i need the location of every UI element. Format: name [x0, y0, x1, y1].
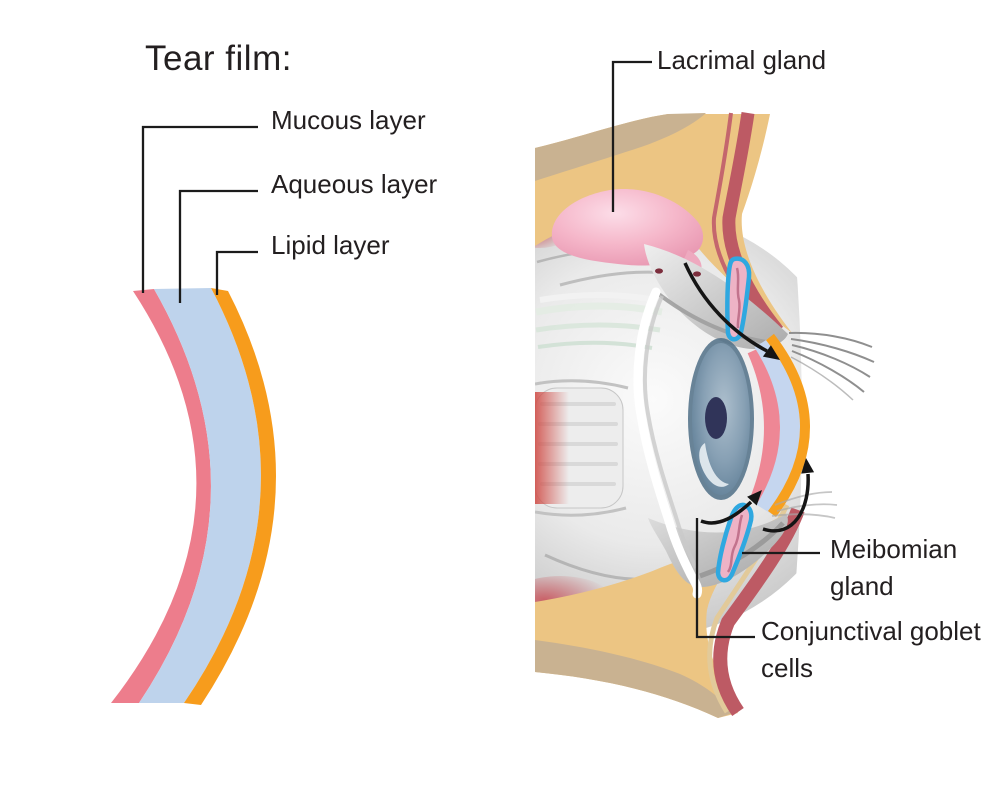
tear-flow-arrow-lower-short: [700, 500, 753, 525]
arrowhead-lower-long: [801, 458, 815, 474]
eyelashes-upper: [788, 331, 875, 401]
mucous-layer-label: Mucous layer: [271, 105, 426, 135]
lacrimal-duct-opening-2: [693, 271, 701, 277]
aqueous-layer-shape: [139, 288, 261, 703]
lacrimal-leader-line: [611, 60, 652, 212]
conjunctiva-fold: [633, 287, 703, 599]
tear-flow-arrow-lower-long: [762, 473, 810, 533]
conjunctiva-fold-shadow: [642, 295, 698, 569]
arrowhead-upper: [762, 345, 780, 360]
meibomian-gland-upper-shape: [725, 256, 752, 342]
rectus-muscle: [535, 379, 629, 517]
muscle-band-lower: [713, 507, 805, 716]
upper-eyelid-edge-shadow: [654, 290, 775, 345]
corneal-tear-film: [747, 333, 810, 518]
lipid-leader-line: [215, 250, 258, 295]
brow-bone: [535, 113, 706, 181]
tear-flow-arrow-upper: [683, 262, 768, 353]
lipid-layer-label: Lipid layer: [271, 230, 390, 260]
iris-highlight: [699, 443, 729, 487]
mucous-leader-line: [141, 125, 258, 293]
aqueous-layer-label: Aqueous layer: [271, 169, 438, 199]
eyelashes-lower: [771, 491, 838, 519]
aqueous-layer-arc: [754, 336, 800, 516]
lipid-layer-arc: [766, 333, 810, 518]
pupil: [705, 397, 727, 439]
meibomian-gland-label: Meibomian gland: [830, 534, 958, 601]
eye-leader-lines: [611, 60, 820, 639]
arrowhead-lower-short: [747, 490, 762, 506]
lacrimal-duct-opening-1: [655, 268, 663, 274]
cheek-bone: [535, 640, 733, 718]
lacrimal-gland-label: Lacrimal gland: [657, 45, 827, 75]
conjunctival-goblet-cells-label: Conjunctival goblet cells: [761, 616, 981, 683]
tear-flow-arrows: [683, 262, 810, 533]
mucous-layer-arc: [747, 346, 780, 505]
muscle-band-upper: [722, 112, 784, 336]
eye-cross-section: [535, 60, 875, 718]
conjunctival-leader-line: [695, 518, 755, 639]
upper-eyelid: [644, 244, 788, 350]
tear-flow-arrowheads: [747, 345, 815, 506]
tear-film-band: [111, 288, 276, 705]
mucous-layer-shape: [111, 289, 211, 703]
tear-film-leader-lines: [141, 125, 258, 303]
aqueous-leader-line: [178, 189, 258, 303]
diagram-title: Tear film:: [145, 39, 292, 78]
lipid-layer-shape: [184, 288, 276, 705]
